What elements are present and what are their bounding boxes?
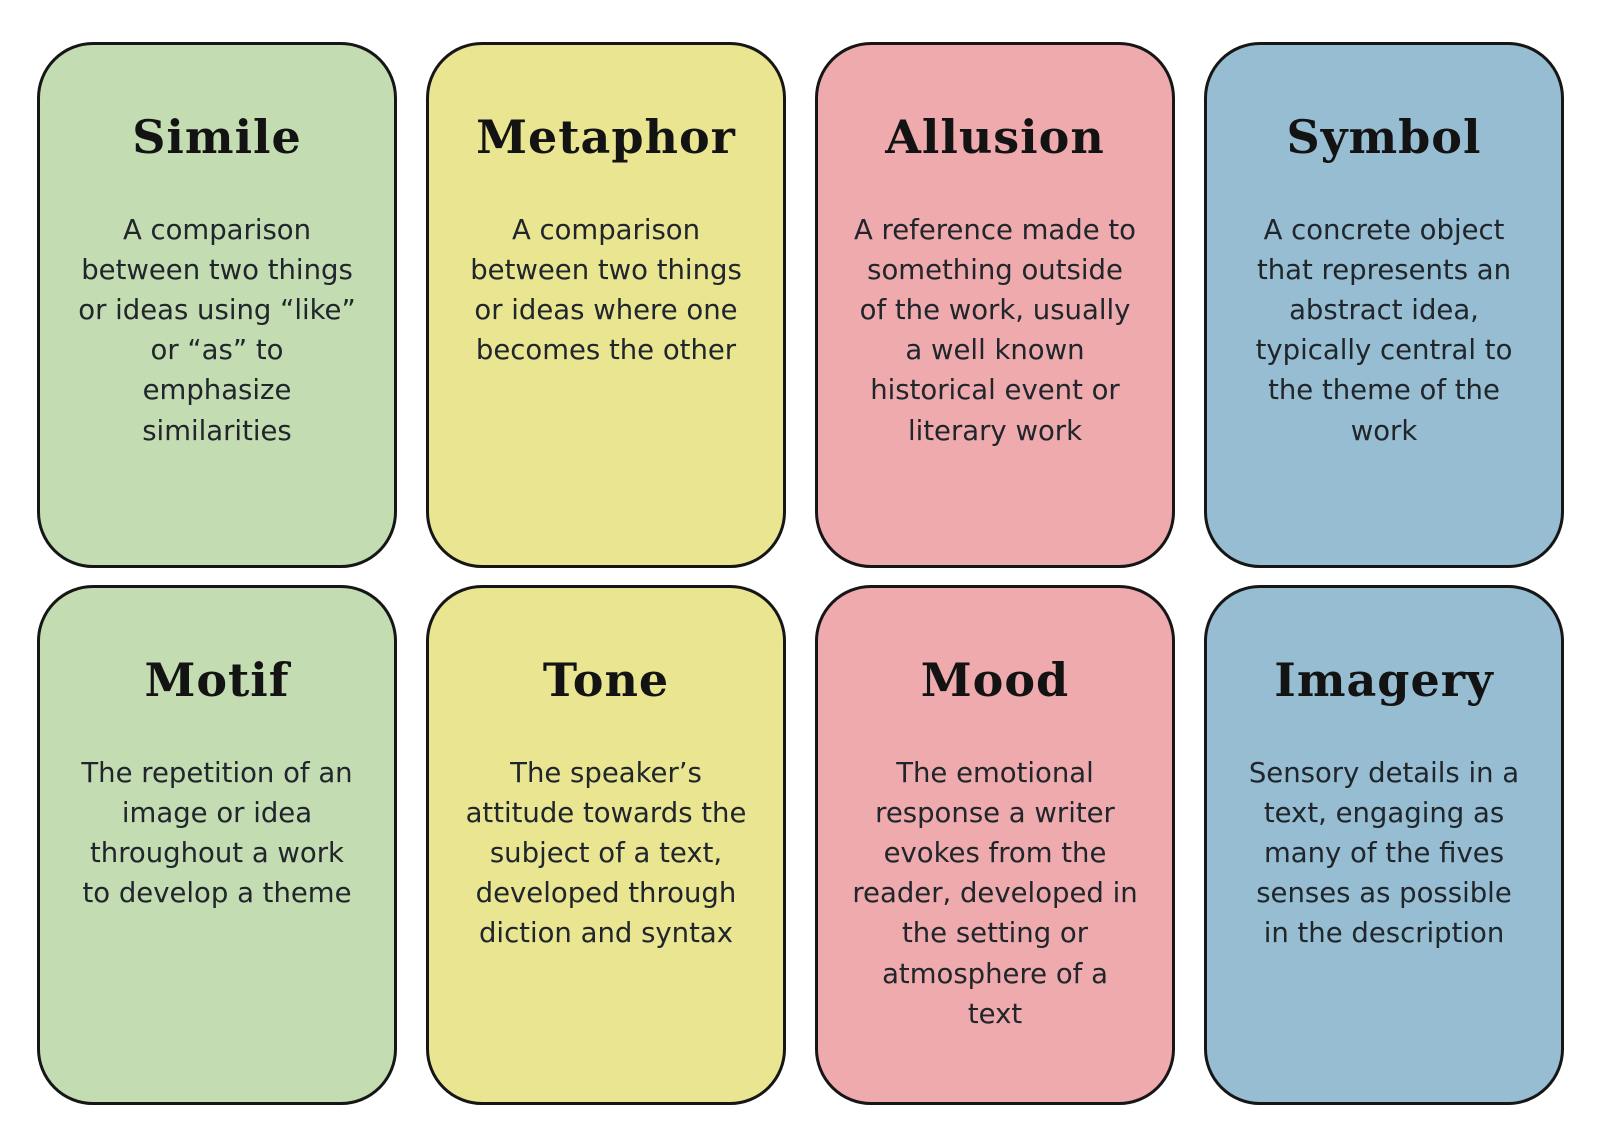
card-title: Tone [542, 653, 670, 707]
card-title: Allusion [885, 110, 1105, 164]
card-description: A reference made to something outside of… [854, 213, 1136, 447]
flashcard-mood: Mood The emotional response a writer evo… [815, 585, 1175, 1105]
flashcard-symbol: Symbol A concrete object that represents… [1204, 42, 1564, 568]
flashcard-tone: Tone The speaker’s attitude towards the … [426, 585, 786, 1105]
card-description: A comparison between two things or ideas… [470, 213, 742, 367]
card-title: Imagery [1274, 653, 1494, 707]
card-title: Simile [132, 110, 302, 164]
flashcard-motif: Motif The repetition of an image or idea… [37, 585, 397, 1105]
card-description: The speaker’s attitude towards the subje… [465, 756, 747, 950]
card-title: Mood [920, 653, 1070, 707]
card-description: The repetition of an image or idea throu… [81, 756, 353, 910]
card-title: Motif [144, 653, 290, 707]
card-description: A concrete object that represents an abs… [1255, 213, 1513, 447]
flashcard-imagery: Imagery Sensory details in a text, engag… [1204, 585, 1564, 1105]
card-description: Sensory details in a text, engaging as m… [1248, 756, 1520, 950]
card-title: Symbol [1286, 110, 1482, 164]
card-description: A comparison between two things or ideas… [78, 213, 356, 447]
flashcard-allusion: Allusion A reference made to something o… [815, 42, 1175, 568]
flashcard-metaphor: Metaphor A comparison between two things… [426, 42, 786, 568]
card-title: Metaphor [476, 110, 736, 164]
flashcard-simile: Simile A comparison between two things o… [37, 42, 397, 568]
card-description: The emotional response a writer evokes f… [852, 756, 1138, 1030]
